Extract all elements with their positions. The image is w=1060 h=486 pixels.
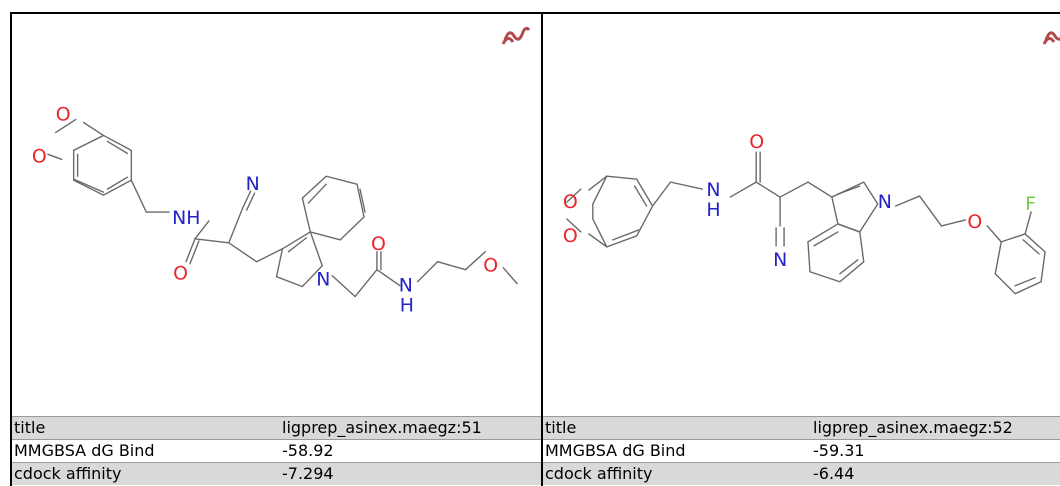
property-key: cdock affinity <box>14 464 122 483</box>
property-value: -7.294 <box>282 464 334 483</box>
atom-o: O <box>483 255 498 277</box>
table-row: cdock affinity -6.44 <box>543 462 1060 485</box>
property-value: -6.44 <box>813 464 855 483</box>
atom-h: H <box>400 294 414 316</box>
ligand-panel-51[interactable]: O O NH O N N O N H O title ligprep_asine… <box>10 12 542 486</box>
property-value: ligprep_asinex.maegz:51 <box>282 418 482 437</box>
molecule-drawing: O O NH O N N O N H O <box>32 104 518 316</box>
molecule-structure: O O N H O N N O F <box>543 14 1060 414</box>
table-row: title ligprep_asinex.maegz:51 <box>12 416 541 439</box>
atom-h: H <box>706 199 720 221</box>
atom-o: O <box>173 263 188 285</box>
atom-n: N <box>706 179 720 201</box>
atom-n: N <box>246 173 260 195</box>
ribbon-icon[interactable] <box>501 22 531 48</box>
table-row: MMGBSA dG Bind -58.92 <box>12 439 541 462</box>
atom-f: F <box>1025 193 1036 215</box>
property-value: -58.92 <box>282 441 334 460</box>
atom-o: O <box>32 145 47 167</box>
property-key: title <box>14 418 46 437</box>
table-row: title ligprep_asinex.maegz:52 <box>543 416 1060 439</box>
atom-nh: NH <box>172 207 200 229</box>
molecule-structure: O O NH O N N O N H O <box>12 14 541 414</box>
property-table: title ligprep_asinex.maegz:52 MMGBSA dG … <box>543 416 1060 485</box>
molecule-drawing: O O N H O N N O F <box>563 131 1046 295</box>
property-value: ligprep_asinex.maegz:52 <box>813 418 1013 437</box>
atom-o: O <box>563 225 578 247</box>
table-row: cdock affinity -7.294 <box>12 462 541 485</box>
property-value: -59.31 <box>813 441 865 460</box>
atom-n: N <box>773 249 787 271</box>
atom-o: O <box>563 191 578 213</box>
property-key: MMGBSA dG Bind <box>14 441 155 460</box>
atom-o: O <box>967 211 982 233</box>
atom-o: O <box>749 131 764 153</box>
property-key: MMGBSA dG Bind <box>545 441 686 460</box>
atom-n: N <box>878 191 892 213</box>
property-key: cdock affinity <box>545 464 653 483</box>
property-table: title ligprep_asinex.maegz:51 MMGBSA dG … <box>12 416 541 485</box>
property-key: title <box>545 418 577 437</box>
atom-o: O <box>371 233 386 255</box>
ligand-panel-52[interactable]: O O N H O N N O F title ligprep_asinex.m… <box>541 12 1060 486</box>
atom-o: O <box>56 104 71 126</box>
atom-n: N <box>316 269 330 291</box>
atom-n: N <box>399 275 413 297</box>
table-row: MMGBSA dG Bind -59.31 <box>543 439 1060 462</box>
